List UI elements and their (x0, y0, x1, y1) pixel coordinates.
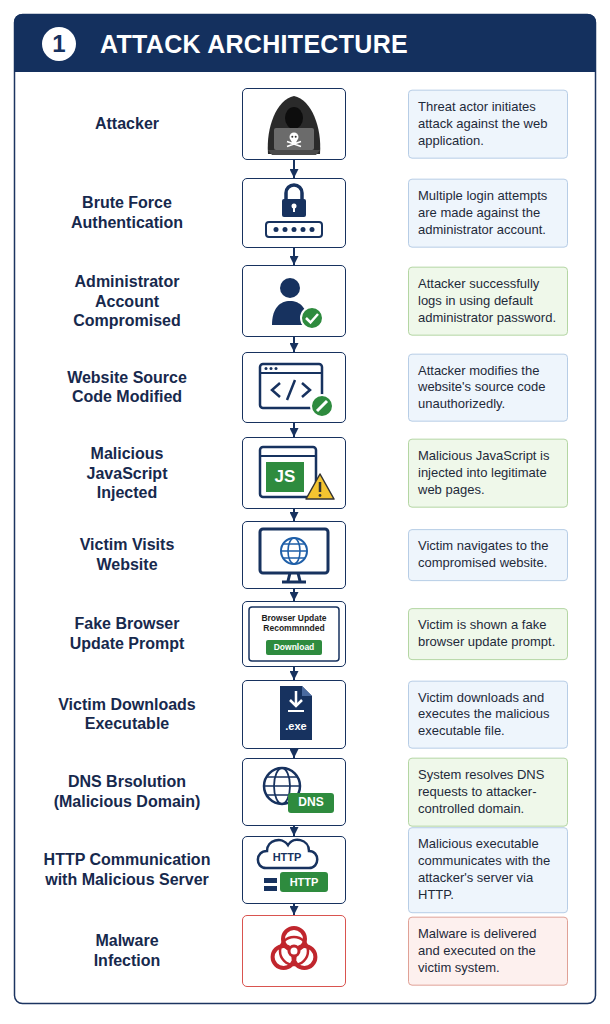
step-description-box: System resolves DNS requests to attacker… (408, 758, 568, 827)
step-description-box: Attacker successfully logs in using defa… (408, 267, 568, 336)
file-extension: .exe (280, 720, 312, 733)
step-heading: Fake Browser Update Prompt (52, 614, 202, 653)
step-heading: Malicious JavaScript Injected (62, 444, 192, 503)
step-description-box: Victim downloads and executes the malici… (408, 680, 568, 749)
flow-arrow (293, 589, 295, 601)
step-heading: Website Source Code Modified (52, 368, 202, 407)
step-description-box: Victim navigates to the compromised webs… (408, 529, 568, 581)
number-badge (42, 27, 76, 61)
flow-arrow (293, 904, 295, 915)
step-heading: Administrator Account Compromised (62, 272, 192, 331)
step-heading: Brute Force Authentication (32, 193, 222, 232)
step-icon-box: Victim Visits Website (242, 521, 346, 589)
step-icon-box: Attacker (242, 88, 346, 160)
step-description-box: Threat actor initiates attack against th… (408, 90, 568, 159)
step-icon-box: Fake Browser Update Prompt (242, 601, 346, 667)
step-description-box: Attacker modifies the website's source c… (408, 353, 568, 422)
outer-frame (15, 15, 596, 1004)
step-description: Multiple login attempts are made against… (418, 188, 558, 239)
diagram-title: ATTACK ARCHITECTURE (100, 30, 408, 59)
flow-arrow (293, 826, 295, 836)
step-icon-box: Administrator Account Compromised (242, 265, 346, 337)
step-icon-box: Malware Infection (242, 915, 346, 987)
step-description-box: Multiple login attempts are made against… (408, 179, 568, 248)
icon-text: DNS (288, 796, 334, 810)
icon-text: JS (266, 467, 304, 487)
icon-text: HTTP (280, 876, 328, 889)
step-description-box: Malicious JavaScript is injected into le… (408, 439, 568, 508)
step-description: Malware is delivered and executed on the… (418, 926, 558, 977)
icon-text: HTTP (265, 851, 309, 864)
step-number: 1 (42, 30, 76, 58)
flow-arrow (293, 337, 295, 352)
step-description: Victim navigates to the compromised webs… (418, 538, 558, 572)
step-heading: Victim Visits Website (52, 535, 202, 574)
header-band (14, 14, 596, 72)
step-description: Victim is shown a fake browser update pr… (418, 617, 558, 651)
step-description: Malicious executable communicates with t… (418, 836, 558, 904)
step-heading: Malware Infection (77, 931, 177, 970)
button-text: Download (266, 643, 322, 653)
step-description: Attacker successfully logs in using defa… (418, 276, 558, 327)
prompt-text: Browser Update Recommnnded (251, 614, 337, 634)
step-description-box: Victim is shown a fake browser update pr… (408, 608, 568, 660)
step-description: Malicious JavaScript is injected into le… (418, 448, 558, 499)
step-description: Threat actor initiates attack against th… (418, 99, 558, 150)
flow-arrow (293, 749, 295, 758)
step-icon-box: Website Source Code Modified (242, 352, 346, 423)
flow-arrow (293, 160, 295, 178)
step-icon-box: HTTP Communication with Malicious Server (242, 836, 346, 904)
step-description: Victim downloads and executes the malici… (418, 689, 558, 740)
step-icon-box: Victim Downloads Executable (242, 680, 346, 749)
step-icon-box: DNS Brsolution (Malicious Domain) (242, 758, 346, 826)
flow-arrow (293, 667, 295, 680)
step-description: Attacker modifies the website's source c… (418, 362, 558, 413)
step-heading: DNS Brsolution (Malicious Domain) (32, 772, 222, 811)
step-description-box: Malware is delivered and executed on the… (408, 917, 568, 986)
step-heading: HTTP Communication with Malicious Server (32, 850, 222, 889)
flow-arrow (293, 248, 295, 265)
step-heading: Attacker (32, 114, 222, 134)
flow-arrow (293, 509, 295, 521)
flow-arrow (293, 423, 295, 437)
step-description-box: Malicious executable communicates with t… (408, 827, 568, 913)
step-description: System resolves DNS requests to attacker… (418, 767, 558, 818)
step-icon-box: Brute Force Authentication (242, 178, 346, 248)
step-heading: Victim Downloads Executable (32, 695, 222, 734)
